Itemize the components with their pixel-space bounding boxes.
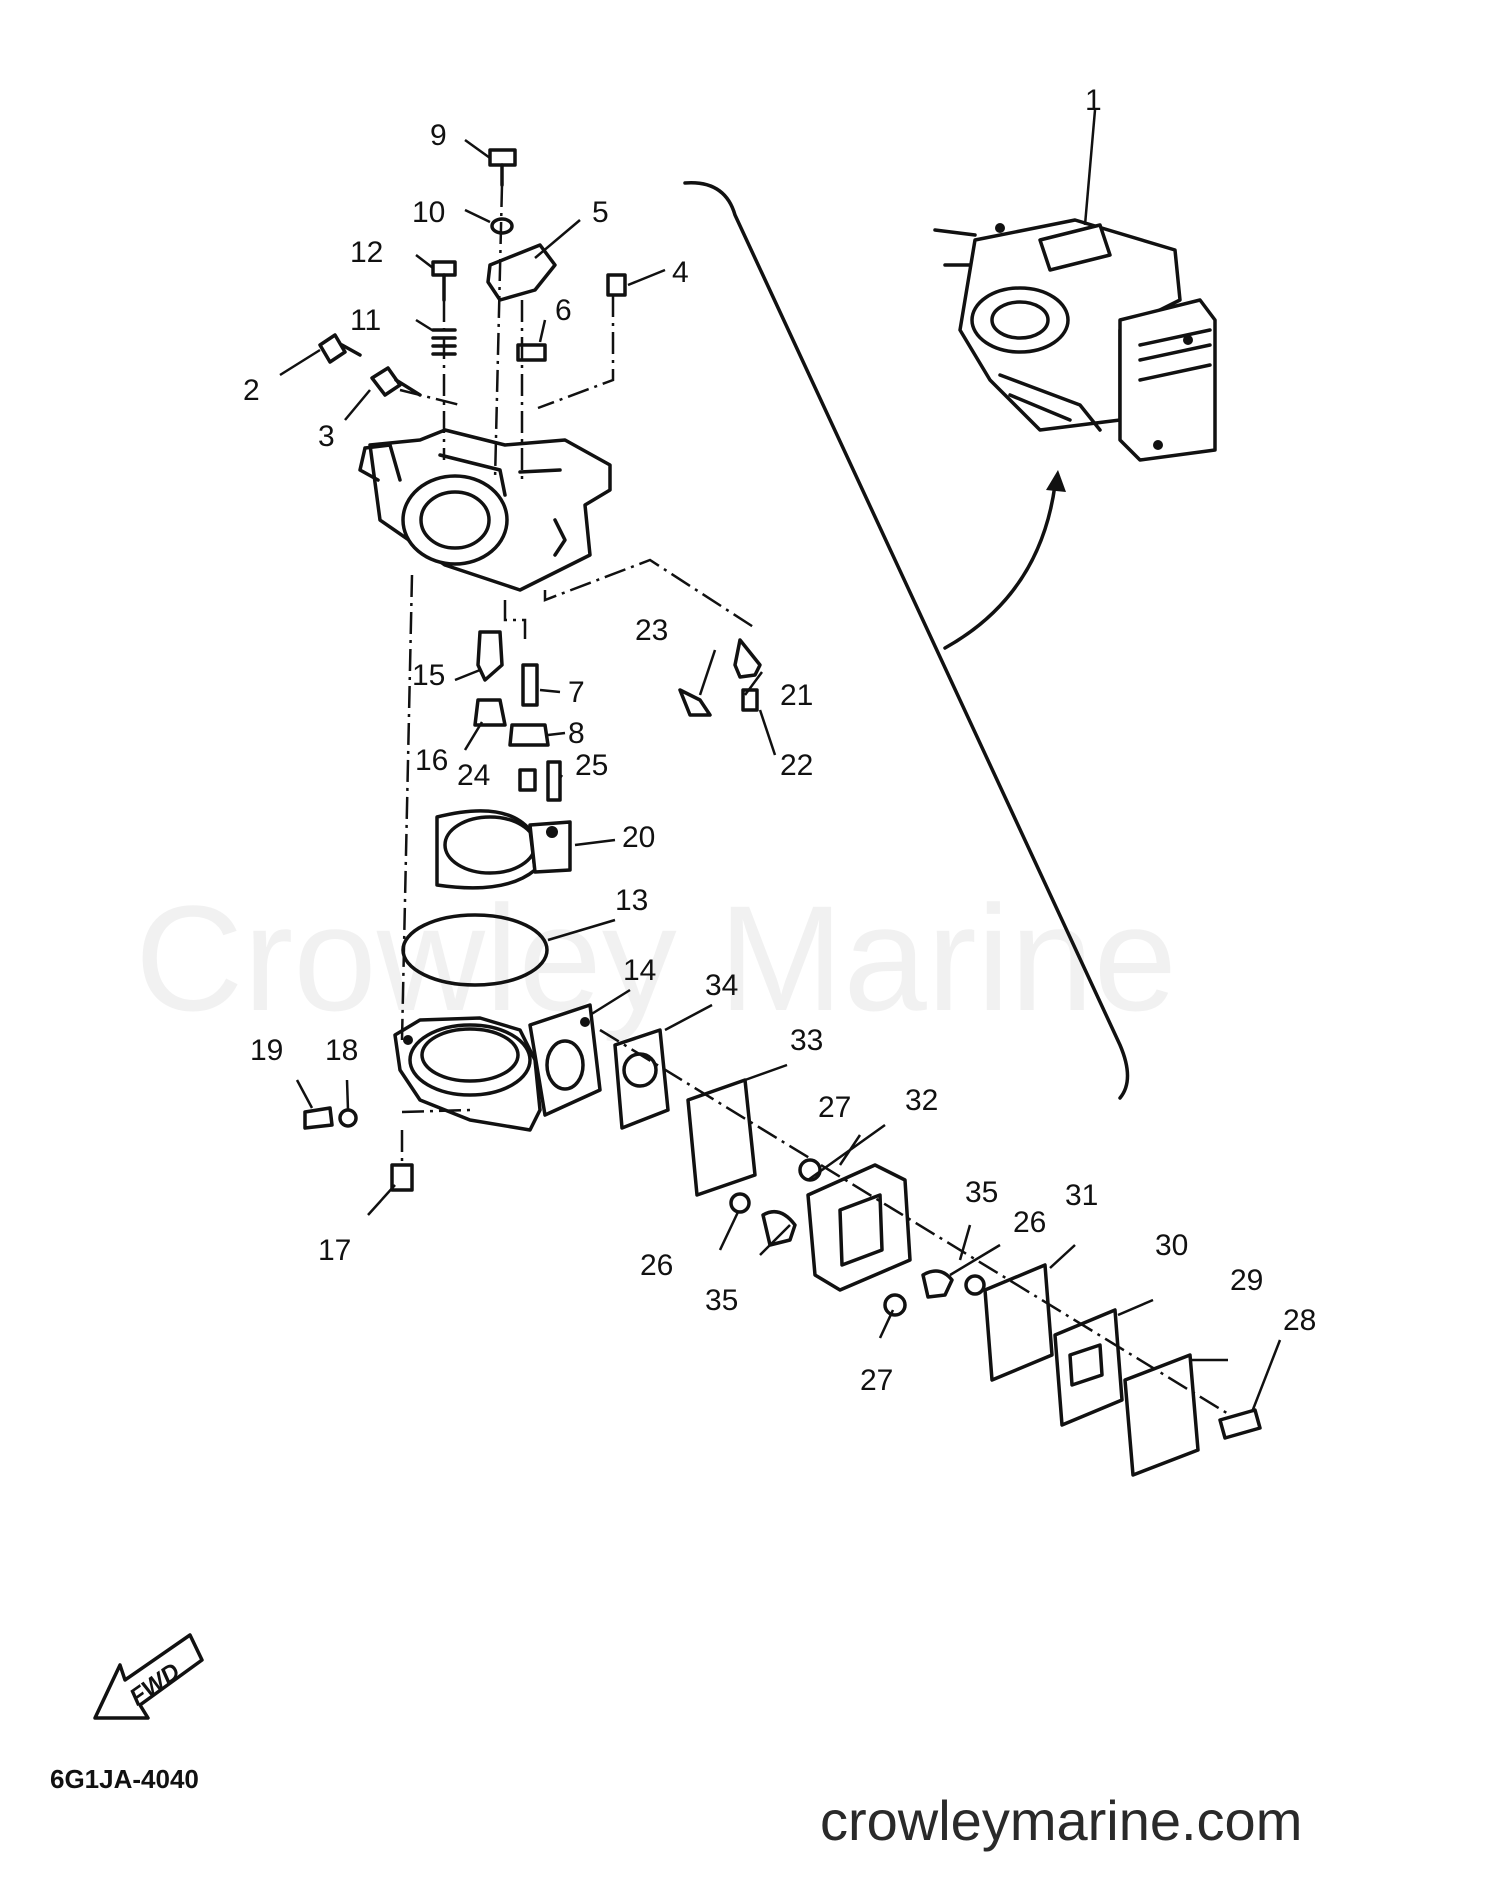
carburetor-assembly-illustration xyxy=(933,218,1217,462)
callout-label: 4 xyxy=(672,256,689,289)
callout-label: 34 xyxy=(705,969,738,1002)
callout-label: 33 xyxy=(790,1024,823,1057)
callout-label: 1 xyxy=(1085,84,1102,117)
callout-label: 3 xyxy=(318,420,335,453)
callout-label: 32 xyxy=(905,1084,938,1117)
carburetor-body xyxy=(358,428,612,592)
callout-label: 31 xyxy=(1065,1179,1098,1212)
callout-label: 12 xyxy=(350,236,383,269)
callout-label: 2 xyxy=(243,374,260,407)
callout-label: 5 xyxy=(592,196,609,229)
callout-label: 35 xyxy=(705,1284,738,1317)
website-url: crowleymarine.com xyxy=(820,1789,1302,1852)
callout-label: 18 xyxy=(325,1034,358,1067)
callout-label: 25 xyxy=(575,749,608,782)
callout-labels: 1 2 3 4 5 6 7 8 9 10 11 12 13 14 15 16 1… xyxy=(243,84,1316,1397)
assembly-lines xyxy=(399,184,1231,1417)
callout-label: 16 xyxy=(415,744,448,777)
assembly-bracket-line xyxy=(683,181,1130,1100)
callout-label: 26 xyxy=(640,1249,673,1282)
callout-label: 20 xyxy=(622,821,655,854)
leader-lines xyxy=(279,109,1282,1413)
callout-label: 15 xyxy=(412,659,445,692)
callout-label: 26 xyxy=(1013,1206,1046,1239)
watermark-text: Crowley Marine xyxy=(135,874,1177,1042)
callout-label: 27 xyxy=(818,1091,851,1124)
callout-label: 13 xyxy=(615,884,648,917)
forward-direction-arrow: FWD xyxy=(93,1633,204,1720)
float xyxy=(435,809,572,890)
callout-label: 24 xyxy=(457,759,490,792)
callout-label: 29 xyxy=(1230,1264,1263,1297)
callout-label: 27 xyxy=(860,1364,893,1397)
callout-label: 6 xyxy=(555,294,572,327)
callout-label: 35 xyxy=(965,1176,998,1209)
callout-label: 10 xyxy=(412,196,445,229)
callout-label: 7 xyxy=(568,676,585,709)
callout-label: 22 xyxy=(780,749,813,782)
callout-label: 14 xyxy=(623,954,656,987)
drawing-code: 6G1JA-4040 xyxy=(50,1764,199,1794)
callout-label: 9 xyxy=(430,119,447,152)
callout-label: 11 xyxy=(350,304,381,337)
assembly-pointer-arrowhead xyxy=(1046,470,1066,492)
callout-label: 30 xyxy=(1155,1229,1188,1262)
callout-label: 23 xyxy=(635,614,668,647)
float-bowl xyxy=(393,1003,602,1132)
callout-label: 19 xyxy=(250,1034,283,1067)
callout-label: 8 xyxy=(568,717,585,750)
callout-label: 21 xyxy=(780,679,813,712)
callout-label: 28 xyxy=(1283,1304,1316,1337)
assembly-pointer-curve xyxy=(943,483,1057,650)
callout-label: 17 xyxy=(318,1234,351,1267)
